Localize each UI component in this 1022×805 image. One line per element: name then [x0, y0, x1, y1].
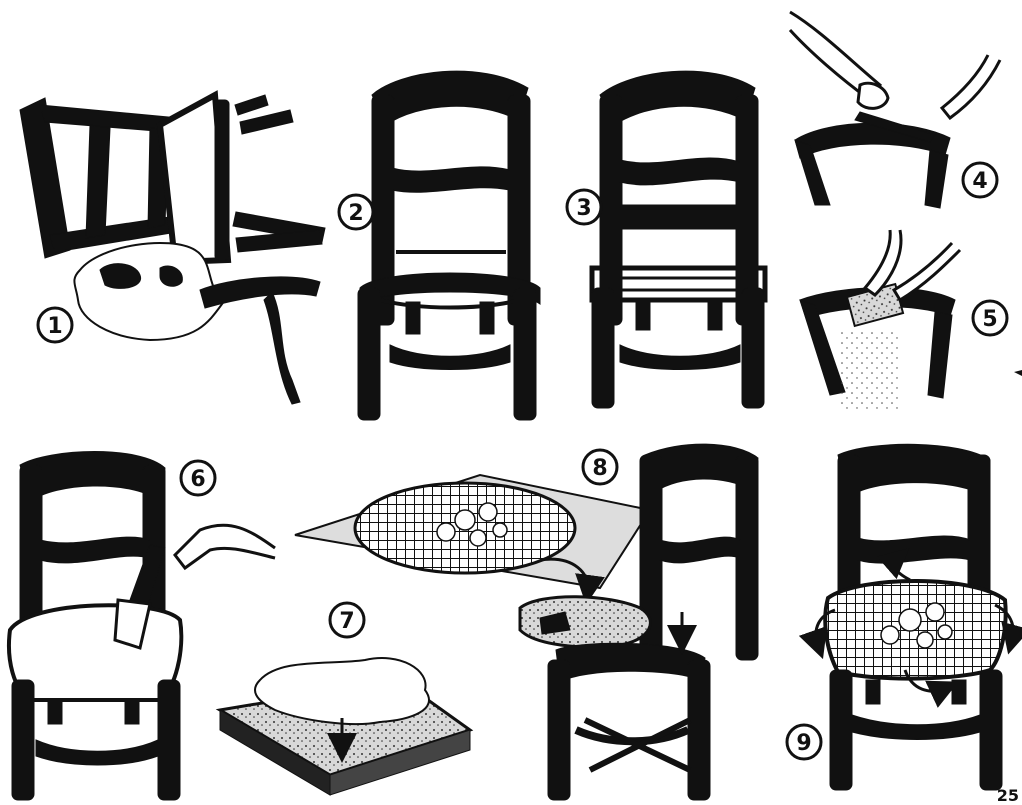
step-7-illustration: [220, 658, 470, 795]
step-3-illustration: [592, 71, 765, 408]
step-number: 8: [592, 456, 607, 481]
step-badge-8: 8: [583, 450, 617, 484]
step-number: 7: [339, 609, 354, 634]
step-badge-9: 9: [787, 725, 821, 759]
step-5-illustration: [800, 230, 960, 410]
step-number: 9: [796, 731, 811, 756]
step-badge-5: 5: [973, 301, 1007, 335]
step-number: 3: [576, 196, 591, 221]
step-9-illustration: [816, 444, 1013, 790]
step-1-illustration: [20, 95, 325, 404]
edge-mark: [1014, 370, 1022, 376]
step-number: 5: [982, 307, 997, 332]
step-badge-6: 6: [181, 461, 215, 495]
step-number: 4: [972, 169, 987, 194]
step-badge-3: 3: [567, 190, 601, 224]
step-6-illustration: [9, 452, 275, 801]
step-badge-4: 4: [963, 163, 997, 197]
step-number: 2: [348, 201, 363, 226]
step-badge-7: 7: [330, 603, 364, 637]
step-2-illustration: [358, 71, 540, 420]
step-badge-2: 2: [339, 195, 373, 229]
step-number: 6: [190, 467, 205, 492]
step-number: 1: [47, 314, 62, 339]
page-corner-mark: 25: [997, 786, 1019, 805]
step-badge-1: 1: [38, 308, 72, 342]
